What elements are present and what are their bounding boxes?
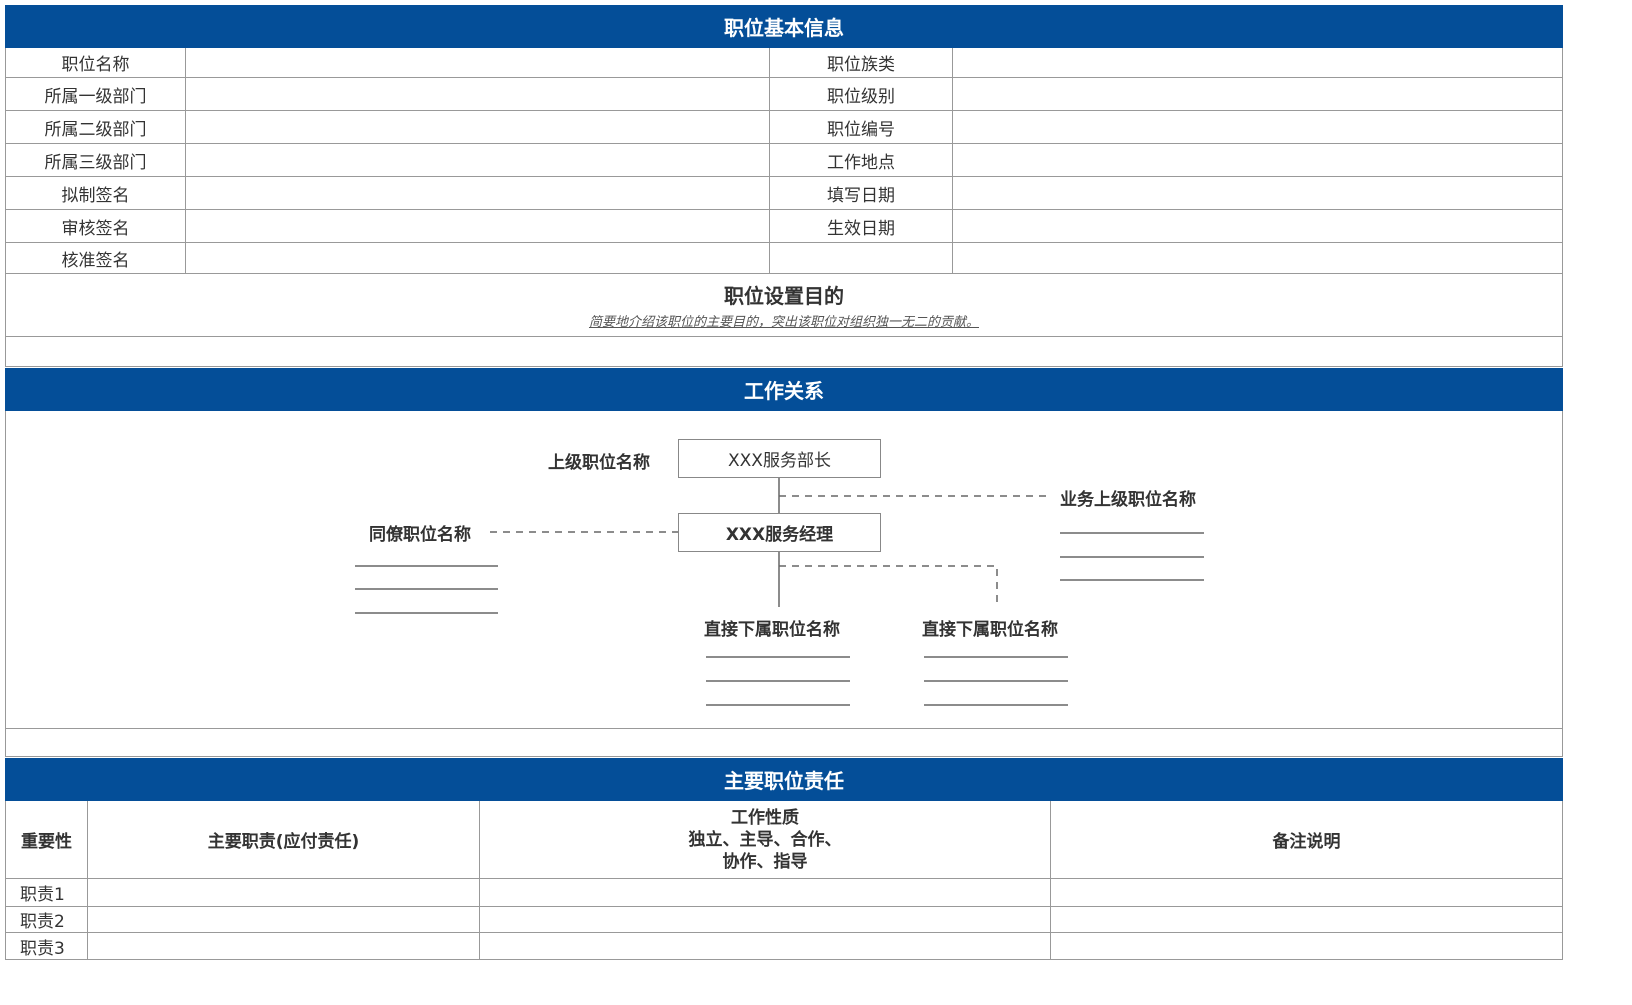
- field-label-right: 生效日期: [770, 210, 953, 243]
- field-label-right: [770, 243, 953, 274]
- nature-input[interactable]: [480, 907, 1051, 933]
- field-value-right[interactable]: [953, 210, 1563, 243]
- field-label-right: 职位编号: [770, 111, 953, 144]
- duty-input[interactable]: [88, 933, 480, 960]
- field-label-left: 所属二级部门: [5, 111, 186, 144]
- purpose-title: 职位设置目的: [724, 284, 844, 308]
- field-value-right[interactable]: [953, 144, 1563, 177]
- field-value-right[interactable]: [953, 243, 1563, 274]
- notes-input[interactable]: [1051, 907, 1563, 933]
- current-position-box: XXX服务经理: [678, 513, 881, 552]
- col-importance: 重要性: [5, 801, 88, 879]
- duty-row-label: 职责2: [5, 907, 88, 933]
- purpose-input[interactable]: [5, 337, 1563, 367]
- nature-input[interactable]: [480, 933, 1051, 960]
- field-value-left[interactable]: [186, 210, 770, 243]
- field-label-right: 职位级别: [770, 78, 953, 111]
- relations-blank-row: [5, 729, 1563, 757]
- notes-input[interactable]: [1051, 879, 1563, 907]
- field-label-left: 拟制签名: [5, 177, 186, 210]
- field-value-left[interactable]: [186, 78, 770, 111]
- section-header-basic-info: 职位基本信息: [5, 5, 1563, 48]
- field-label-left: 职位名称: [5, 48, 186, 78]
- field-value-left[interactable]: [186, 177, 770, 210]
- field-label-left: 审核签名: [5, 210, 186, 243]
- col-notes: 备注说明: [1051, 801, 1563, 879]
- field-label-left: 核准签名: [5, 243, 186, 274]
- field-value-left[interactable]: [186, 243, 770, 274]
- duty-input[interactable]: [88, 907, 480, 933]
- field-label-left: 所属一级部门: [5, 78, 186, 111]
- field-label-left: 所属三级部门: [5, 144, 186, 177]
- subordinate-label-2: 直接下属职位名称: [922, 620, 1058, 640]
- section-header-duties: 主要职位责任: [5, 758, 1563, 801]
- superior-label: 上级职位名称: [548, 453, 650, 473]
- field-value-right[interactable]: [953, 48, 1563, 78]
- notes-input[interactable]: [1051, 933, 1563, 960]
- field-label-right: 职位族类: [770, 48, 953, 78]
- nature-line-2: 独立、主导、合作、: [688, 829, 842, 850]
- business-superior-label: 业务上级职位名称: [1060, 490, 1196, 510]
- nature-line-3: 协作、指导: [722, 851, 808, 872]
- superior-box: XXX服务部长: [678, 439, 881, 478]
- purpose-hint: 简要地介绍该职位的主要目的，突出该职位对组织独一无二的贡献。: [588, 315, 979, 330]
- nature-line-1: 工作性质: [731, 807, 799, 828]
- duty-input[interactable]: [88, 879, 480, 907]
- duty-row-label: 职责3: [5, 933, 88, 960]
- field-value-right[interactable]: [953, 78, 1563, 111]
- field-value-left[interactable]: [186, 144, 770, 177]
- field-value-left[interactable]: [186, 48, 770, 78]
- org-diagram-area: [5, 411, 1563, 729]
- duty-row-label: 职责1: [5, 879, 88, 907]
- subordinate-label-1: 直接下属职位名称: [704, 620, 840, 640]
- section-header-relations: 工作关系: [5, 368, 1563, 411]
- col-duty: 主要职责(应付责任): [88, 801, 480, 879]
- field-value-left[interactable]: [186, 111, 770, 144]
- purpose-block: 职位设置目的 简要地介绍该职位的主要目的，突出该职位对组织独一无二的贡献。: [5, 274, 1563, 337]
- field-value-right[interactable]: [953, 177, 1563, 210]
- col-nature: 工作性质 独立、主导、合作、 协作、指导: [480, 801, 1051, 879]
- field-value-right[interactable]: [953, 111, 1563, 144]
- nature-input[interactable]: [480, 879, 1051, 907]
- field-label-right: 填写日期: [770, 177, 953, 210]
- field-label-right: 工作地点: [770, 144, 953, 177]
- peer-label: 同僚职位名称: [369, 525, 471, 545]
